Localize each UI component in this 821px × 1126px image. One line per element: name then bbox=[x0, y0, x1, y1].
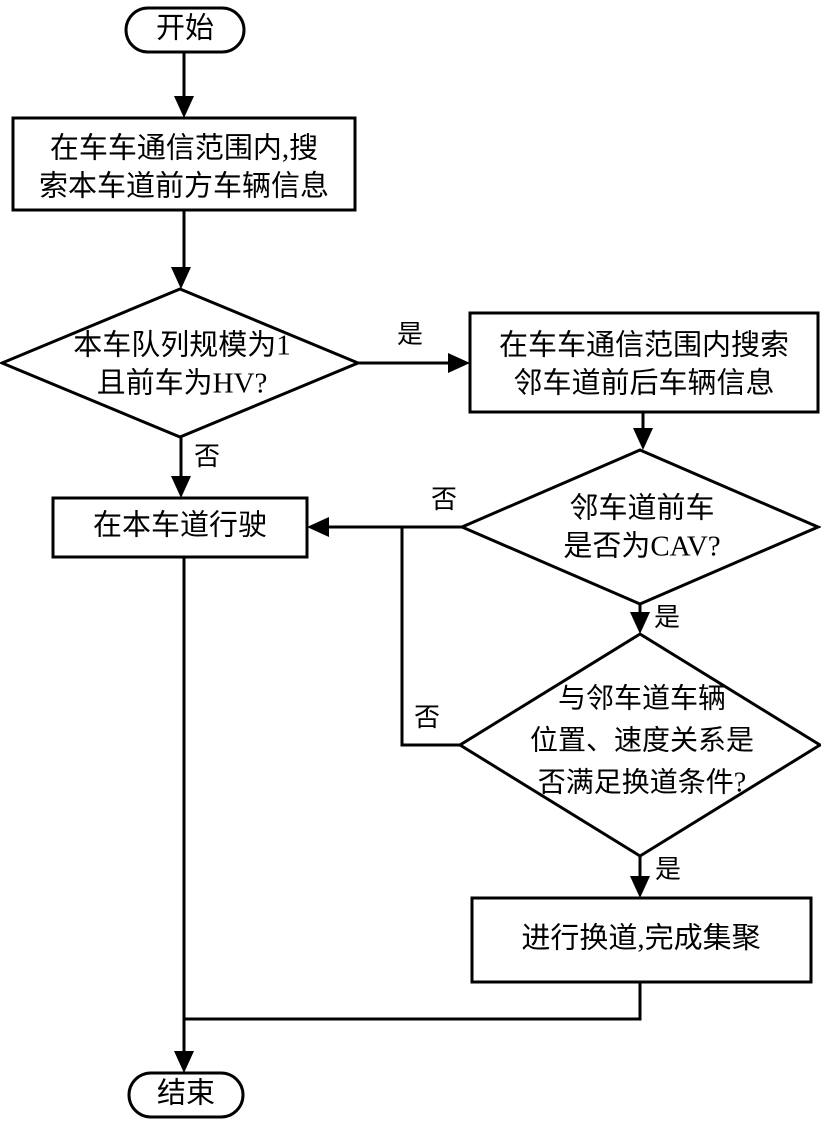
edge-label-decision2-no: 否 bbox=[431, 485, 457, 514]
arrowhead-decision1-yes bbox=[448, 353, 470, 373]
node-decision-platoon-size[interactable]: 本车队列规模为1 且前车为HV? bbox=[0, 287, 362, 439]
arrowhead-decision2-yes bbox=[630, 612, 650, 634]
arrowhead-decision1-no bbox=[171, 476, 191, 498]
node-end[interactable]: 结束 bbox=[127, 1071, 245, 1119]
node-search-own-lane[interactable]: 在车车通信范围内,搜 索本车道前方车辆信息 bbox=[11, 116, 357, 212]
end-terminator-shape bbox=[127, 1071, 245, 1119]
arrowhead-to-end bbox=[174, 1051, 194, 1073]
arrowhead-start-to-process1 bbox=[174, 96, 194, 118]
edge-label-decision3-no: 否 bbox=[414, 703, 440, 732]
decision-3-line-1: 与邻车道车辆 bbox=[558, 682, 726, 714]
start-label: 开始 bbox=[156, 12, 214, 45]
edge-label-decision1-no: 否 bbox=[194, 442, 220, 471]
process-1-shape bbox=[11, 116, 357, 212]
decision-2-shape bbox=[458, 448, 821, 606]
decision-2-line-1: 邻车道前车 bbox=[569, 492, 714, 525]
node-search-adjacent-lane[interactable]: 在车车通信范围内搜索 邻车道前后车辆信息 bbox=[468, 311, 820, 414]
process-3-line-1: 在本车道行驶 bbox=[93, 509, 267, 542]
node-stay-own-lane[interactable]: 在本车道行驶 bbox=[51, 496, 309, 559]
decision-3-line-2: 位置、速度关系是 bbox=[530, 724, 754, 756]
decision-1-line-2: 且前车为HV? bbox=[97, 367, 268, 400]
arrowhead-process2-to-decision2 bbox=[633, 428, 653, 450]
process-2-line-2: 邻车道前后车辆信息 bbox=[513, 367, 774, 400]
node-start[interactable]: 开始 bbox=[124, 6, 246, 54]
process-2-line-1: 在车车通信范围内搜索 bbox=[499, 329, 789, 362]
arrowhead-process1-to-decision1 bbox=[171, 267, 191, 289]
edge-label-decision2-yes: 是 bbox=[654, 603, 680, 632]
decision-2-line-2: 是否为CAV? bbox=[563, 530, 720, 563]
arrowhead-decision3-yes bbox=[630, 876, 650, 898]
process-2-shape bbox=[468, 311, 820, 414]
node-perform-lane-change[interactable]: 进行换道,完成集聚 bbox=[470, 896, 813, 984]
node-decision-lane-change-conditions[interactable]: 与邻车道车辆 位置、速度关系是 否满足换道条件? bbox=[457, 632, 821, 858]
edge-decision3-no bbox=[400, 527, 460, 747]
edge-process4-to-end-merge bbox=[184, 982, 642, 1021]
process-4-line-1: 进行换道,完成集聚 bbox=[521, 922, 760, 955]
edge-label-decision3-yes: 是 bbox=[655, 855, 681, 884]
process-1-line-2: 索本车道前方车辆信息 bbox=[39, 170, 329, 203]
process-3-shape bbox=[51, 496, 309, 559]
decision-1-line-1: 本车队列规模为1 bbox=[73, 329, 291, 362]
decision-1-shape bbox=[0, 287, 362, 439]
process-1-line-1: 在车车通信范围内,搜 bbox=[50, 132, 318, 165]
arrowhead-decision2-no bbox=[307, 517, 329, 537]
end-label: 结束 bbox=[157, 1077, 215, 1110]
decision-3-line-3: 否满足换道条件? bbox=[538, 766, 746, 798]
edge-label-decision1-yes: 是 bbox=[397, 320, 423, 349]
node-decision-front-is-cav[interactable]: 邻车道前车 是否为CAV? bbox=[458, 448, 821, 606]
